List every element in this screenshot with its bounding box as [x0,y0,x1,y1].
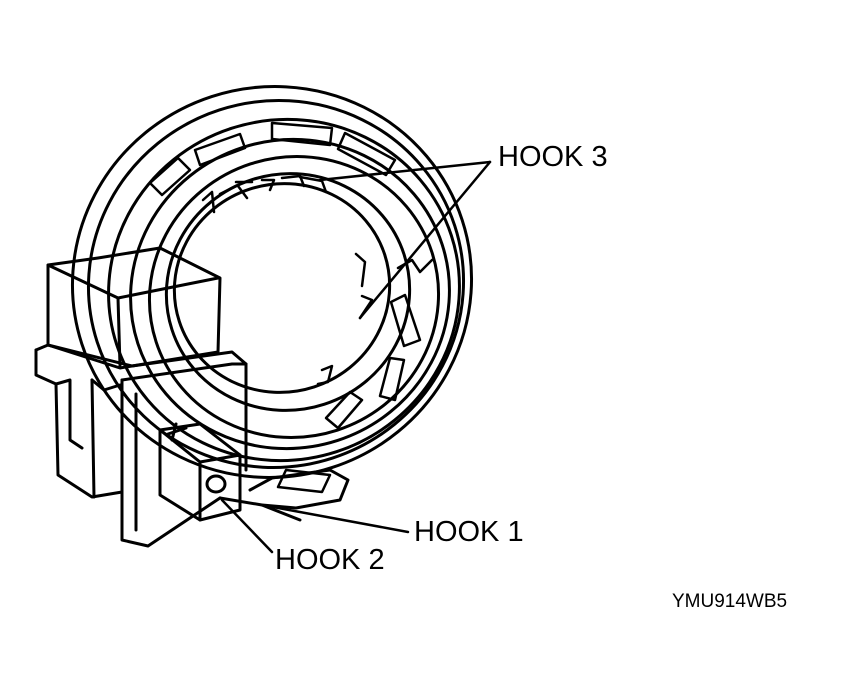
connector-housing [34,246,248,548]
connector-plug [158,422,242,522]
hook-1-label: HOOK 1 [414,516,524,548]
hook-3-label: HOOK 3 [498,141,608,173]
hook-2-label: HOOK 2 [275,544,385,576]
inner-hooks [201,174,434,386]
clock-spring-ring [70,85,474,479]
figure-code-label: YMU914WB5 [672,591,788,612]
leader-lines [220,160,492,554]
